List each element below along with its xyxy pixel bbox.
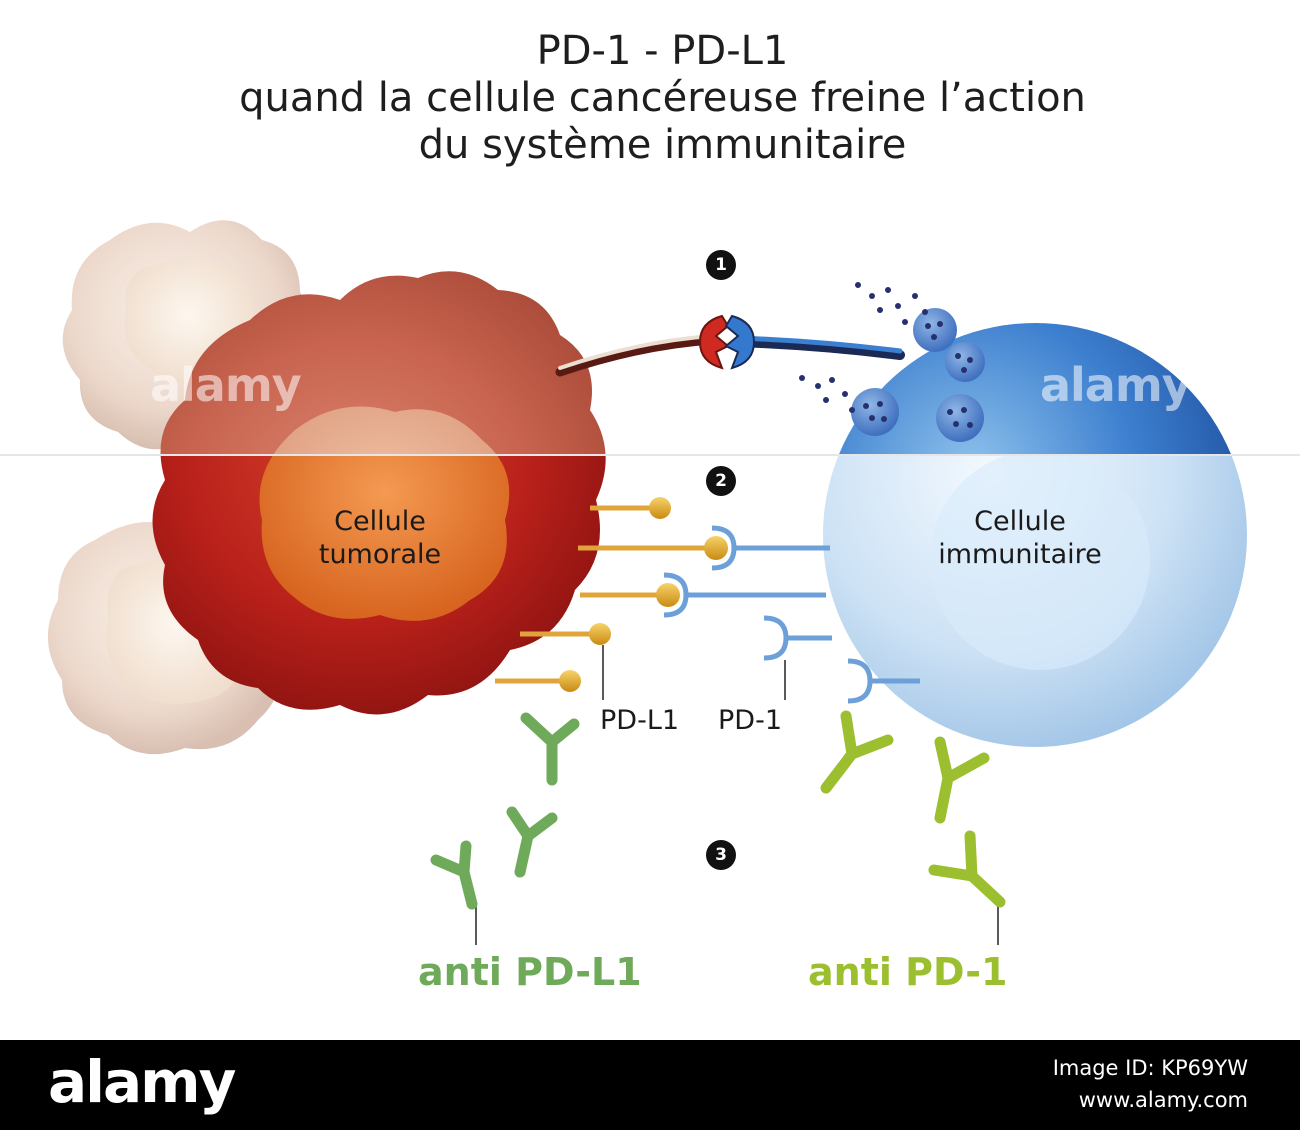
anti-pdl1-antibodies xyxy=(430,712,580,910)
footer-info: Image ID: KP69YW www.alamy.com xyxy=(1053,1052,1248,1116)
anti-pd1-antibodies xyxy=(820,710,1006,908)
tumor-cell-label-line-1: Cellule xyxy=(334,506,426,537)
title-line-3: du système immunitaire xyxy=(418,122,907,168)
tumor-cell-top xyxy=(160,271,606,455)
pd1-pdl1-diagram xyxy=(0,220,1300,945)
immune-cell-label: Cellule immunitaire xyxy=(920,505,1120,571)
pd1-label: PD-1 xyxy=(718,705,782,736)
step-badge-1: 1 xyxy=(706,250,736,280)
title: PD-1 - PD-L1 quand la cellule cancéreuse… xyxy=(0,28,1300,169)
tumor-nucleus-top xyxy=(273,406,497,455)
label-pointers xyxy=(475,645,999,945)
receptor-interaction-step1 xyxy=(555,314,905,377)
tumor-nucleus-bottom xyxy=(259,455,510,621)
pdl1-label: PD-L1 xyxy=(600,705,680,736)
site-url: www.alamy.com xyxy=(1078,1088,1248,1112)
image-id: Image ID: KP69YW xyxy=(1052,1056,1248,1080)
watermark-right: alamy xyxy=(1040,358,1192,412)
tumor-cell-label-line-2: tumorale xyxy=(318,539,442,570)
immune-nucleus xyxy=(930,455,1150,670)
step-badge-3: 3 xyxy=(706,840,736,870)
title-line-2: quand la cellule cancéreuse freine l’act… xyxy=(239,75,1086,121)
anti-pdl1-label: anti PD-L1 xyxy=(418,950,642,994)
immune-cell-label-line-2: immunitaire xyxy=(938,539,1102,570)
released-granules xyxy=(799,282,928,413)
title-line-1: PD-1 - PD-L1 xyxy=(536,28,789,74)
footer-bar: alamy Image ID: KP69YW www.alamy.com xyxy=(0,1040,1300,1130)
footer-logo: alamy xyxy=(48,1048,236,1116)
pdl1-ligands xyxy=(495,497,728,692)
anti-pd1-label: anti PD-1 xyxy=(808,950,1008,994)
watermark-left: alamy xyxy=(150,358,302,412)
step-badge-2: 2 xyxy=(706,466,736,496)
immune-cell-label-line-1: Cellule xyxy=(974,506,1066,537)
granule-vesicles xyxy=(851,308,985,442)
pd1-receptors xyxy=(663,525,920,704)
tumor-cell-label: Cellule tumorale xyxy=(300,505,460,571)
